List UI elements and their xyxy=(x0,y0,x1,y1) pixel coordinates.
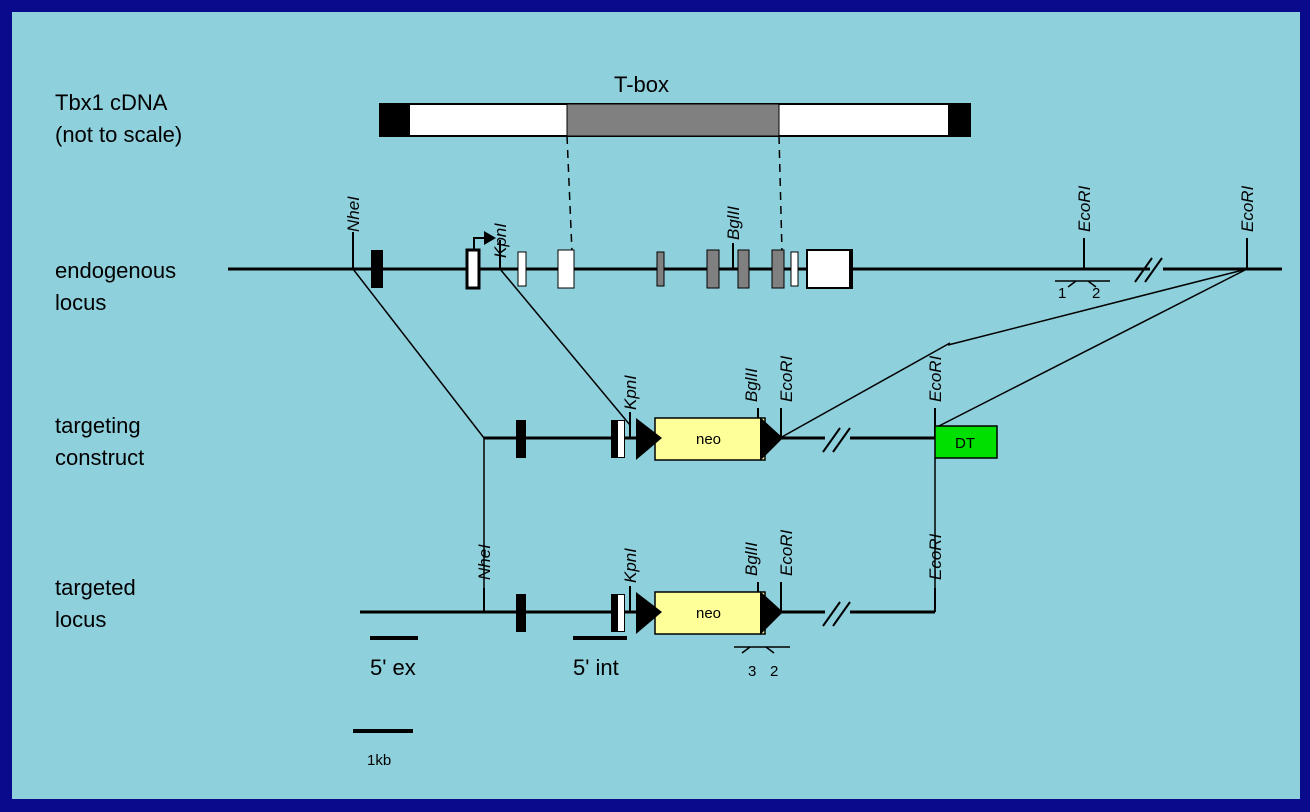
construct-loxp-right-icon xyxy=(760,417,783,461)
construct-eco1-label: EcoRI xyxy=(777,355,796,402)
targeted-nhe-label: NheI xyxy=(475,544,494,580)
primer-2-label-bottom: 2 xyxy=(770,663,778,680)
homology-line-eco-upper xyxy=(947,268,1248,346)
primer-1-tick xyxy=(1067,280,1077,288)
construct-exon-1 xyxy=(516,420,526,458)
construct-dt-cassette xyxy=(934,425,998,459)
construct-neo-label: neo xyxy=(696,431,721,448)
exon-7 xyxy=(737,249,750,289)
targeted-break-1 xyxy=(822,601,841,627)
construct-loxp-left-icon xyxy=(636,418,662,460)
cdna-utr-5 xyxy=(380,104,410,136)
primer-2-label-top: 2 xyxy=(1092,285,1100,302)
endo-bgl-label: BglII xyxy=(724,206,743,240)
targeting-label-line2: construct xyxy=(55,445,144,470)
exon-10 xyxy=(806,249,853,289)
exon-4 xyxy=(557,249,575,289)
scale-bar-label: 1kb xyxy=(367,752,391,769)
homology-line-kpn xyxy=(499,268,631,426)
targeted-loxp-left-icon xyxy=(636,592,662,634)
targeted-exon-1 xyxy=(516,594,526,632)
cdna-title-line2: (not to scale) xyxy=(55,122,182,147)
targeted-bgl-label: BglII xyxy=(742,542,761,576)
endogenous-label-line2: locus xyxy=(55,290,106,315)
cdna-utr-3 xyxy=(948,104,970,136)
construct-exon-2-inner xyxy=(618,421,624,457)
exon-1 xyxy=(371,250,383,288)
targeted-label-line2: locus xyxy=(55,607,106,632)
construct-eco2-label: EcoRI xyxy=(926,355,945,402)
targeted-eco1-label: EcoRI xyxy=(777,529,796,576)
construct-kpn-label: KpnI xyxy=(621,375,640,410)
exon-6 xyxy=(706,249,720,289)
exon-2 xyxy=(465,248,481,290)
construct-break-1 xyxy=(822,427,841,453)
construct-dt-label: DT xyxy=(955,435,975,452)
primer-3-label: 3 xyxy=(748,663,756,680)
exon-8 xyxy=(771,249,785,289)
cdna-title-line1: Tbx1 cDNA xyxy=(55,90,168,115)
diagram-background xyxy=(12,12,1300,799)
exon-3 xyxy=(517,251,527,287)
construct-break-2 xyxy=(832,427,851,453)
primer-3-tick xyxy=(741,646,751,654)
probe-5ex-label: 5' ex xyxy=(370,655,416,680)
primer-2b-tick xyxy=(765,646,775,654)
tss-arrowhead-icon xyxy=(484,231,496,245)
tbox-start-dash xyxy=(566,135,573,253)
endogenous-label-line1: endogenous xyxy=(55,258,176,283)
targeted-loxp-right-icon xyxy=(760,591,783,635)
tbox-domain xyxy=(566,103,780,137)
targeted-exon-2-inner xyxy=(618,595,624,631)
endo-eco2-label: EcoRI xyxy=(1238,185,1257,232)
targeting-label-line1: targeting xyxy=(55,413,141,438)
primer-1-label: 1 xyxy=(1058,285,1066,302)
targeted-kpn-label: KpnI xyxy=(621,548,640,583)
targeted-label-line1: targeted xyxy=(55,575,136,600)
probe-5int-label: 5' int xyxy=(573,655,619,680)
targeted-break-2 xyxy=(832,601,851,627)
endo-kpn-label: KpnI xyxy=(491,223,510,258)
endogenous-break-2 xyxy=(1144,257,1163,283)
homology-line-3p xyxy=(934,268,1248,429)
exon-9 xyxy=(790,251,799,287)
exon-5 xyxy=(656,251,665,287)
tbox-label: T-box xyxy=(614,72,669,97)
endo-nhe-label: NheI xyxy=(344,196,363,232)
homology-line-eco-short xyxy=(779,342,951,439)
endogenous-break-1 xyxy=(1134,257,1153,283)
targeted-neo-label: neo xyxy=(696,605,721,622)
tbox-end-dash xyxy=(778,135,783,253)
construct-neo-cassette xyxy=(654,417,766,461)
endo-eco1-label: EcoRI xyxy=(1075,185,1094,232)
tss-arrow-icon xyxy=(473,237,486,250)
homology-line-5p xyxy=(352,268,485,439)
construct-bgl-label: BglII xyxy=(742,368,761,402)
targeted-eco2-label: EcoRI xyxy=(926,533,945,580)
primer-2-tick xyxy=(1087,280,1097,288)
